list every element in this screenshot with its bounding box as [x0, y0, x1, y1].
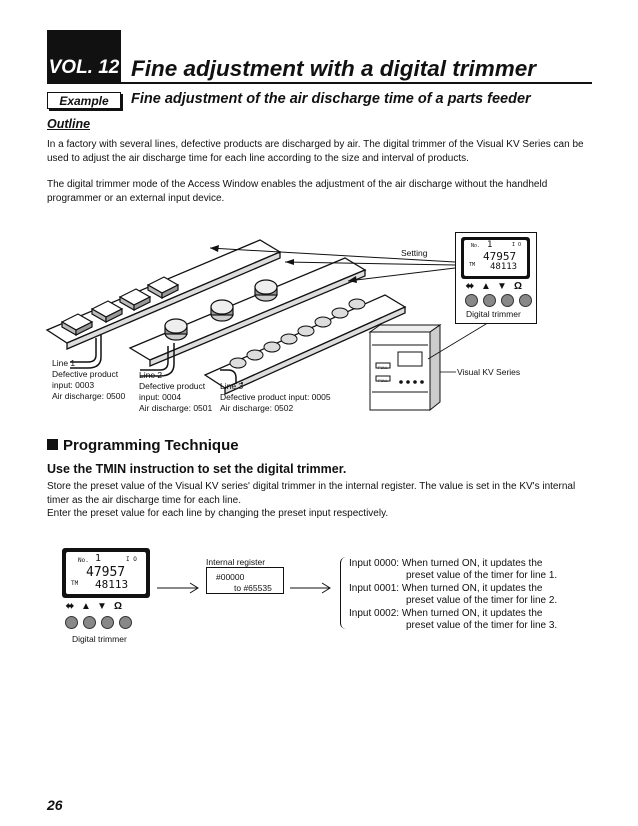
register-to: to #65535 [234, 583, 272, 593]
trimmer-callout: No. 1 I O 47957 TM 48113 ⬌ ▲ ▼ Ω Digital… [455, 232, 537, 324]
internal-register-box: #00000 to #65535 [206, 567, 284, 594]
flow-lcd-io: I O [126, 556, 137, 563]
outline-paragraph-2: The digital trimmer mode of the Access W… [47, 179, 548, 204]
technique-body-1: Store the preset value of the Visual KV … [47, 481, 576, 506]
trimmer-button[interactable] [83, 616, 96, 629]
omega-icon: Ω [113, 601, 123, 612]
trimmer-lcd: No. 1 I O 47957 TM 48113 [461, 237, 530, 279]
lcd-no-label: No. [471, 243, 481, 249]
flow-trimmer-label: Digital trimmer [72, 634, 127, 644]
title-rule [47, 82, 592, 84]
page-title: Fine adjustment with a digital trimmer [131, 56, 537, 81]
kv-full-label-1: FULL [378, 365, 388, 370]
page-number: 26 [47, 797, 63, 813]
inputs-bracket [340, 557, 349, 629]
flow-lcd-no-label: No. [78, 557, 89, 564]
swap-icon: ⬌ [465, 281, 475, 292]
swap-icon: ⬌ [65, 601, 75, 612]
register-label: Internal register [206, 557, 266, 567]
input-0000-row-2: preset value of the timer for line 1. [406, 570, 558, 581]
trimmer-button[interactable] [465, 294, 478, 307]
trimmer-buttons [465, 294, 532, 307]
trimmer-label: Digital trimmer [466, 309, 521, 319]
down-arrow-icon: ▼ [497, 281, 507, 292]
input-0001-row: Input 0001: When turned ON, it updates t… [349, 583, 543, 594]
trimmer-button[interactable] [501, 294, 514, 307]
lcd-tm: TM [469, 262, 476, 268]
technique-subheading: Use the TMIN instruction to set the digi… [47, 462, 347, 476]
flow-trimmer: No. 1 I O 47957 TM 48113 ⬌ ▲ ▼ Ω Digital… [62, 548, 150, 644]
input-0001-row-2: preset value of the timer for line 2. [406, 595, 558, 606]
trimmer-button[interactable] [101, 616, 114, 629]
trimmer-button[interactable] [119, 616, 132, 629]
flow-lcd-no-value: 1 [95, 553, 102, 564]
trimmer-symbols: ⬌ ▲ ▼ Ω [462, 281, 526, 292]
lcd-no-value: 1 [487, 240, 493, 250]
up-arrow-icon: ▲ [481, 281, 491, 292]
lcd-io: I O [512, 242, 522, 248]
omega-icon: Ω [513, 281, 523, 292]
lcd-value-1: 47957 [483, 250, 517, 263]
trimmer-button[interactable] [65, 616, 78, 629]
setting-label: Setting [401, 248, 428, 258]
register-from: #00000 [216, 572, 245, 582]
flow-lcd-tm: TM [71, 580, 79, 587]
up-arrow-icon: ▲ [81, 601, 91, 612]
flow-trimmer-lcd: No. 1 I O 47957 TM 48113 [62, 548, 150, 598]
technique-heading: Programming Technique [47, 437, 239, 454]
flow-lcd-value-2: 48113 [95, 578, 129, 591]
flow-trimmer-buttons [65, 616, 132, 629]
trimmer-button[interactable] [483, 294, 496, 307]
lcd-value-2: 48113 [490, 262, 518, 272]
kv-series-label: Visual KV Series [457, 367, 521, 377]
input-0002-row: Input 0002: When turned ON, it updates t… [349, 608, 543, 619]
outline-paragraph-1: In a factory with several lines, defecti… [47, 139, 584, 164]
volume-badge: VOL. 12 [47, 30, 121, 82]
flow-trimmer-symbols: ⬌ ▲ ▼ Ω [62, 601, 126, 612]
kv-full-label-2: FULL [378, 378, 388, 383]
outline-heading: Outline [47, 117, 91, 131]
flow-lcd-value-1: 47957 [86, 565, 126, 580]
input-0000-row: Input 0000: When turned ON, it updates t… [349, 558, 543, 569]
technique-body-2: Enter the preset value for each line by … [47, 508, 389, 519]
trimmer-button[interactable] [519, 294, 532, 307]
down-arrow-icon: ▼ [97, 601, 107, 612]
example-tag: Example [47, 92, 121, 109]
example-title: Fine adjustment of the air discharge tim… [131, 91, 531, 107]
input-0002-row-2: preset value of the timer for line 3. [406, 620, 558, 631]
